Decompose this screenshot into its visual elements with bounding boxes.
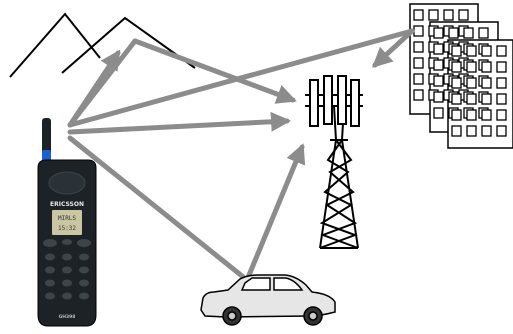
building-window xyxy=(496,93,507,105)
phone-display-line-1: MIRLS xyxy=(58,215,76,222)
arrow-mountain-to-tower xyxy=(132,38,297,104)
cell-tower-icon xyxy=(305,75,363,249)
building-window xyxy=(466,61,477,73)
building-window xyxy=(451,77,462,89)
building-window xyxy=(433,91,444,103)
arrow-phone-to-car xyxy=(67,135,250,283)
building-window xyxy=(481,61,492,73)
building-window xyxy=(481,109,492,121)
building-window xyxy=(413,89,424,101)
building-window xyxy=(413,9,424,21)
phone-display xyxy=(52,210,82,235)
phone-model-label: GH398 xyxy=(59,314,76,320)
building-window xyxy=(433,107,444,119)
arrow-phone-to-building xyxy=(67,28,415,128)
building-window xyxy=(433,27,444,39)
mountains-icon xyxy=(9,12,196,78)
building-window xyxy=(433,75,444,87)
arrow-car-to-tower xyxy=(244,143,306,283)
building-window xyxy=(466,125,477,137)
building-window xyxy=(466,93,477,105)
building-window xyxy=(413,73,424,85)
building-window xyxy=(451,45,462,57)
building-window xyxy=(466,109,477,121)
phone-display-line-2: 15:32 xyxy=(58,225,76,232)
building-window xyxy=(478,27,489,39)
signal-arrows xyxy=(67,28,415,283)
building-window xyxy=(451,93,462,105)
mobile-phone-icon: ERICSSON MIRLS 15:32 GH398 xyxy=(37,118,97,327)
building-window xyxy=(481,125,492,137)
building-window xyxy=(463,27,474,39)
building-window xyxy=(443,9,454,21)
building-window xyxy=(481,93,492,105)
building-window xyxy=(496,77,507,89)
building-window xyxy=(496,125,507,137)
building-window xyxy=(496,45,507,57)
building-window xyxy=(466,45,477,57)
arrow-building-to-tower xyxy=(372,28,415,68)
building-window xyxy=(458,9,469,21)
building-window xyxy=(433,43,444,55)
building-window xyxy=(413,25,424,37)
phone-brand-label: ERICSSON xyxy=(50,201,84,208)
building-window xyxy=(466,77,477,89)
building-window xyxy=(413,41,424,53)
building-window xyxy=(448,27,459,39)
building-window xyxy=(481,77,492,89)
building-window xyxy=(496,109,507,121)
arrow-phone-to-mountain-right xyxy=(67,38,138,128)
building-window xyxy=(451,109,462,121)
building-window xyxy=(451,125,462,137)
building-window xyxy=(433,59,444,71)
buildings-icon xyxy=(409,3,513,149)
building-window xyxy=(428,9,439,21)
arrow-phone-to-tower xyxy=(67,111,291,135)
building-window xyxy=(413,57,424,69)
building-window xyxy=(481,45,492,57)
building-window xyxy=(496,61,507,73)
phone-keypad xyxy=(43,239,91,300)
building-window xyxy=(451,61,462,73)
car-icon xyxy=(200,274,336,326)
